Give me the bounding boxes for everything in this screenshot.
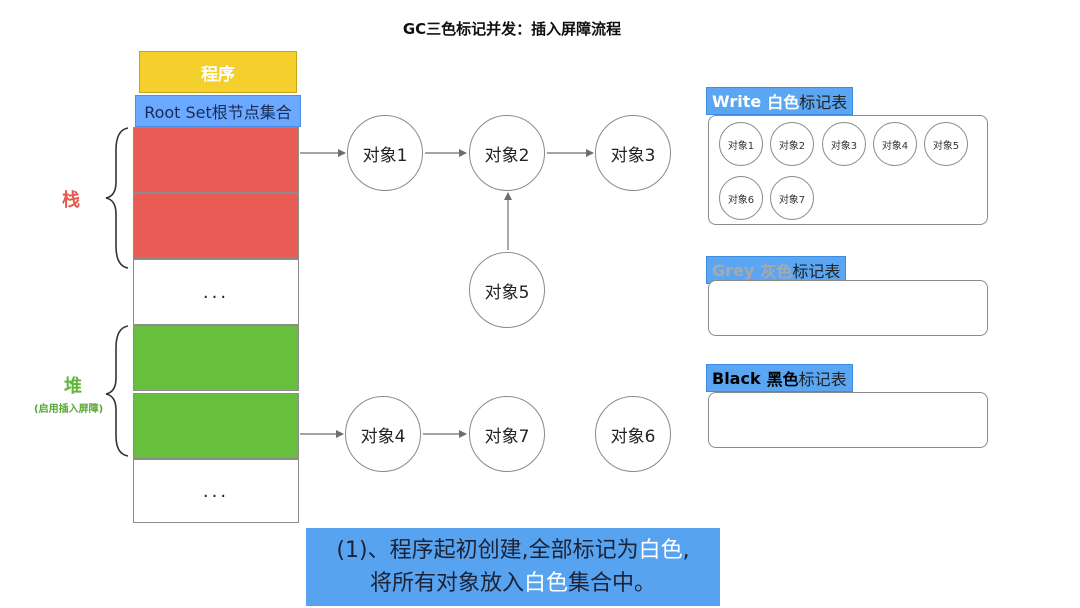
grey-table-box: [708, 280, 988, 336]
node-object-6: 对象6: [595, 396, 671, 472]
white-item-obj5: 对象5: [924, 122, 968, 166]
caption-line-2-text: 将所有对象放入: [369, 571, 524, 596]
heap-cell-2: [133, 393, 299, 459]
white-item-obj6: 对象6: [719, 176, 763, 220]
stack-brace: [105, 127, 129, 269]
root-set-box: Root Set根节点集合: [135, 95, 301, 127]
white-item-obj7: 对象7: [770, 176, 814, 220]
grey-table-title-color: 灰色: [760, 262, 793, 281]
node-object-4: 对象4: [345, 396, 421, 472]
heap-sublabel: (启用插入屏障): [34, 404, 104, 415]
stack-label: 栈: [62, 190, 80, 211]
white-item-obj2: 对象2: [770, 122, 814, 166]
white-table-title-en: Write: [712, 91, 762, 111]
white-item-obj3: 对象3: [822, 122, 866, 166]
caption-line-1: (1)、程序起初创建,全部标记为白色,: [336, 534, 689, 567]
node-object-3: 对象3: [595, 115, 671, 191]
grey-table-title-rest: 标记表: [792, 262, 841, 281]
black-table-title-color: 黑色: [766, 370, 799, 389]
step-caption: (1)、程序起初创建,全部标记为白色, 将所有对象放入白色集合中。: [306, 528, 720, 606]
node-object-2: 对象2: [469, 115, 545, 191]
caption-line-1-highlight: 白色: [638, 538, 683, 563]
white-item-obj1: 对象1: [719, 122, 763, 166]
caption-line-1-end: ,: [682, 538, 690, 563]
node-object-5: 对象5: [469, 252, 545, 328]
caption-line-1-text: (1)、程序起初创建,全部标记为: [336, 538, 639, 563]
grey-table-title-en: Grey: [712, 260, 755, 280]
white-table-title-rest: 标记表: [799, 93, 848, 112]
white-item-obj4: 对象4: [873, 122, 917, 166]
heap-label: 堆: [64, 376, 82, 397]
white-table-title-color: 白色: [767, 93, 800, 112]
heap-cell-1: [133, 325, 299, 391]
diagram-title: GC三色标记并发：插入屏障流程: [402, 20, 622, 38]
caption-line-2-end: 集合中。: [568, 571, 657, 596]
heap-cell-ellipsis: ...: [133, 459, 299, 523]
heap-brace: [105, 325, 129, 457]
white-table-box: 对象1 对象2 对象3 对象4 对象5 对象6 对象7: [708, 115, 988, 225]
caption-line-2-highlight: 白色: [523, 571, 568, 596]
node-object-7: 对象7: [469, 396, 545, 472]
program-box: 程序: [139, 51, 297, 93]
caption-line-2: 将所有对象放入白色集合中。: [370, 567, 656, 600]
black-table-title-en: Black: [712, 368, 761, 388]
black-table-box: [708, 392, 988, 448]
stack-cell-2: [133, 193, 299, 259]
white-table-header: Write 白色 标记表: [706, 87, 854, 115]
node-object-1: 对象1: [347, 115, 423, 191]
black-table-title-rest: 标记表: [798, 370, 847, 389]
black-table-header: Black 黑色 标记表: [706, 364, 853, 392]
stack-cell-ellipsis: ...: [133, 259, 299, 325]
stack-cell-1: [133, 127, 299, 193]
